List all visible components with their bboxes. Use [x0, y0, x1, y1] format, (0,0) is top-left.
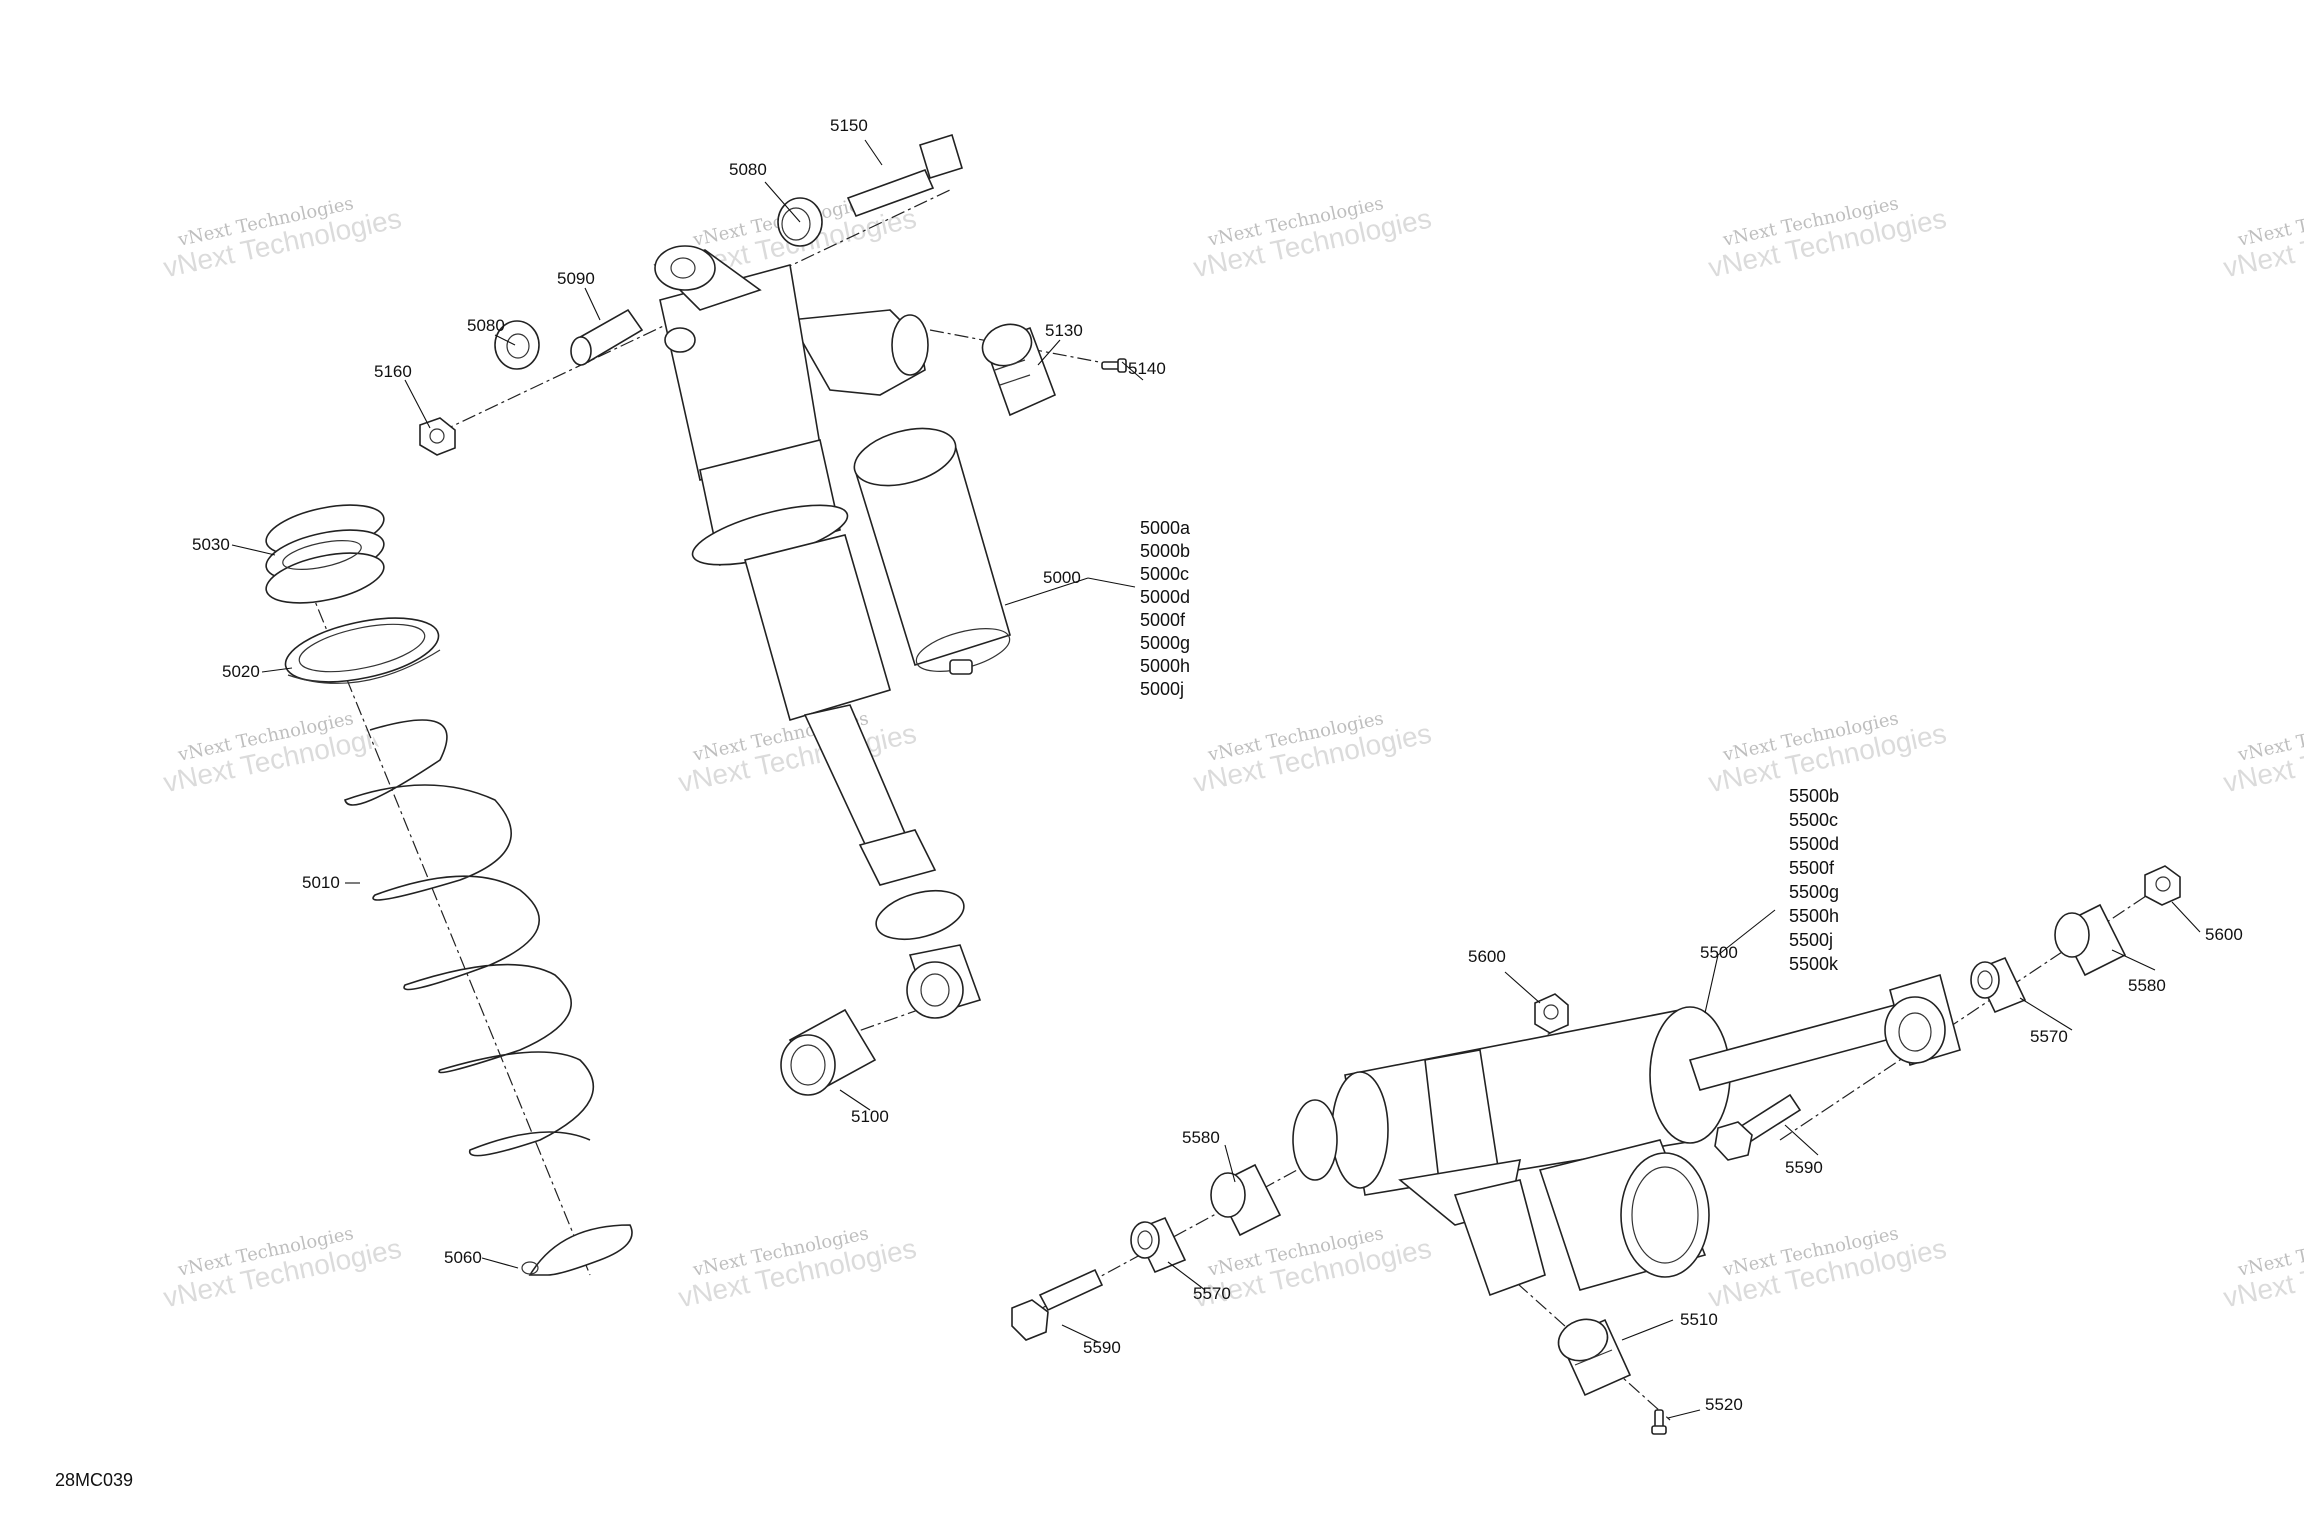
nut-5600-right [2144, 865, 2181, 906]
sleeve-5090 [570, 308, 644, 366]
callout-5590-left: 5590 [1083, 1338, 1121, 1357]
callout-5020: 5020 [222, 662, 260, 681]
callout-5520: 5520 [1705, 1395, 1743, 1414]
nut-5600-left [1534, 993, 1569, 1034]
callout-labels: 5150 5080 5090 5080 5160 5130 5140 5030 … [192, 116, 2243, 1414]
variant-5500: 5500f [1789, 858, 1835, 878]
variant-5500: 5500h [1789, 906, 1839, 926]
variant-5000: 5000g [1140, 633, 1190, 653]
screw-5520 [1651, 1409, 1667, 1435]
circlip-5060 [521, 1224, 633, 1276]
variant-5000: 5000b [1140, 541, 1190, 561]
callout-5030: 5030 [192, 535, 230, 554]
variants-5000-list: 5000a 5000b 5000c 5000d 5000f 5000g 5000… [1140, 518, 1191, 699]
rear-shock-absorber [1292, 973, 1961, 1297]
variant-5000: 5000a [1140, 518, 1191, 538]
spring-retainer-5030 [265, 504, 385, 604]
adjuster-knob-5510 [1557, 1318, 1632, 1397]
callout-5580-right: 5580 [2128, 976, 2166, 995]
callout-5090: 5090 [557, 269, 595, 288]
variants-5500-list: 5500b 5500c 5500d 5500f 5500g 5500h 5500… [1789, 786, 1839, 974]
bolt-5590-left [1011, 1268, 1104, 1341]
variant-5500: 5500j [1789, 930, 1833, 950]
callout-5080-left: 5080 [467, 316, 505, 335]
variant-5500: 5500c [1789, 810, 1838, 830]
figure-code: 28MC039 [55, 1470, 133, 1490]
variant-5500: 5500d [1789, 834, 1839, 854]
variant-5000: 5000j [1140, 679, 1184, 699]
variant-5500: 5500k [1789, 954, 1839, 974]
front-shock-absorber [653, 245, 1011, 1019]
callout-5160: 5160 [374, 362, 412, 381]
callout-5150: 5150 [830, 116, 868, 135]
callout-5570-right: 5570 [2030, 1027, 2068, 1046]
screw-5140 [1101, 358, 1127, 373]
callout-5080-top: 5080 [729, 160, 767, 179]
spacer-5570-right [1970, 956, 2027, 1014]
adjuster-knob-5130 [981, 323, 1057, 417]
callout-5580-left: 5580 [1182, 1128, 1220, 1147]
spacer-5570-left [1130, 1216, 1187, 1274]
bushing-5080-left [494, 320, 540, 370]
callout-5600-left: 5600 [1468, 947, 1506, 966]
bushing-5100 [780, 1008, 877, 1096]
variant-5000: 5000h [1140, 656, 1190, 676]
variant-5500: 5500g [1789, 882, 1839, 902]
nut-5160 [419, 417, 456, 456]
spring-seat-5020 [284, 617, 441, 684]
callout-5100: 5100 [851, 1107, 889, 1126]
variant-5000: 5000d [1140, 587, 1190, 607]
callout-5140: 5140 [1128, 359, 1166, 378]
bushing-5580-right [2054, 903, 2127, 977]
callout-5570-left: 5570 [1193, 1284, 1231, 1303]
callout-5060: 5060 [444, 1248, 482, 1267]
callout-5600-right: 5600 [2205, 925, 2243, 944]
callout-5010: 5010 [302, 873, 340, 892]
variant-5500: 5500b [1789, 786, 1839, 806]
coil-spring-5010 [344, 719, 595, 1157]
bolt-5150 [846, 133, 963, 218]
leader-lines [231, 139, 2201, 1419]
callout-5130: 5130 [1045, 321, 1083, 340]
callout-5000: 5000 [1043, 568, 1081, 587]
callout-5590-right: 5590 [1785, 1158, 1823, 1177]
callout-5500: 5500 [1700, 943, 1738, 962]
bushing-5580-left [1210, 1163, 1282, 1237]
variant-5000: 5000c [1140, 564, 1189, 584]
callout-5510: 5510 [1680, 1310, 1718, 1329]
variant-5000: 5000f [1140, 610, 1186, 630]
bolt-5590-right [1714, 1093, 1802, 1161]
